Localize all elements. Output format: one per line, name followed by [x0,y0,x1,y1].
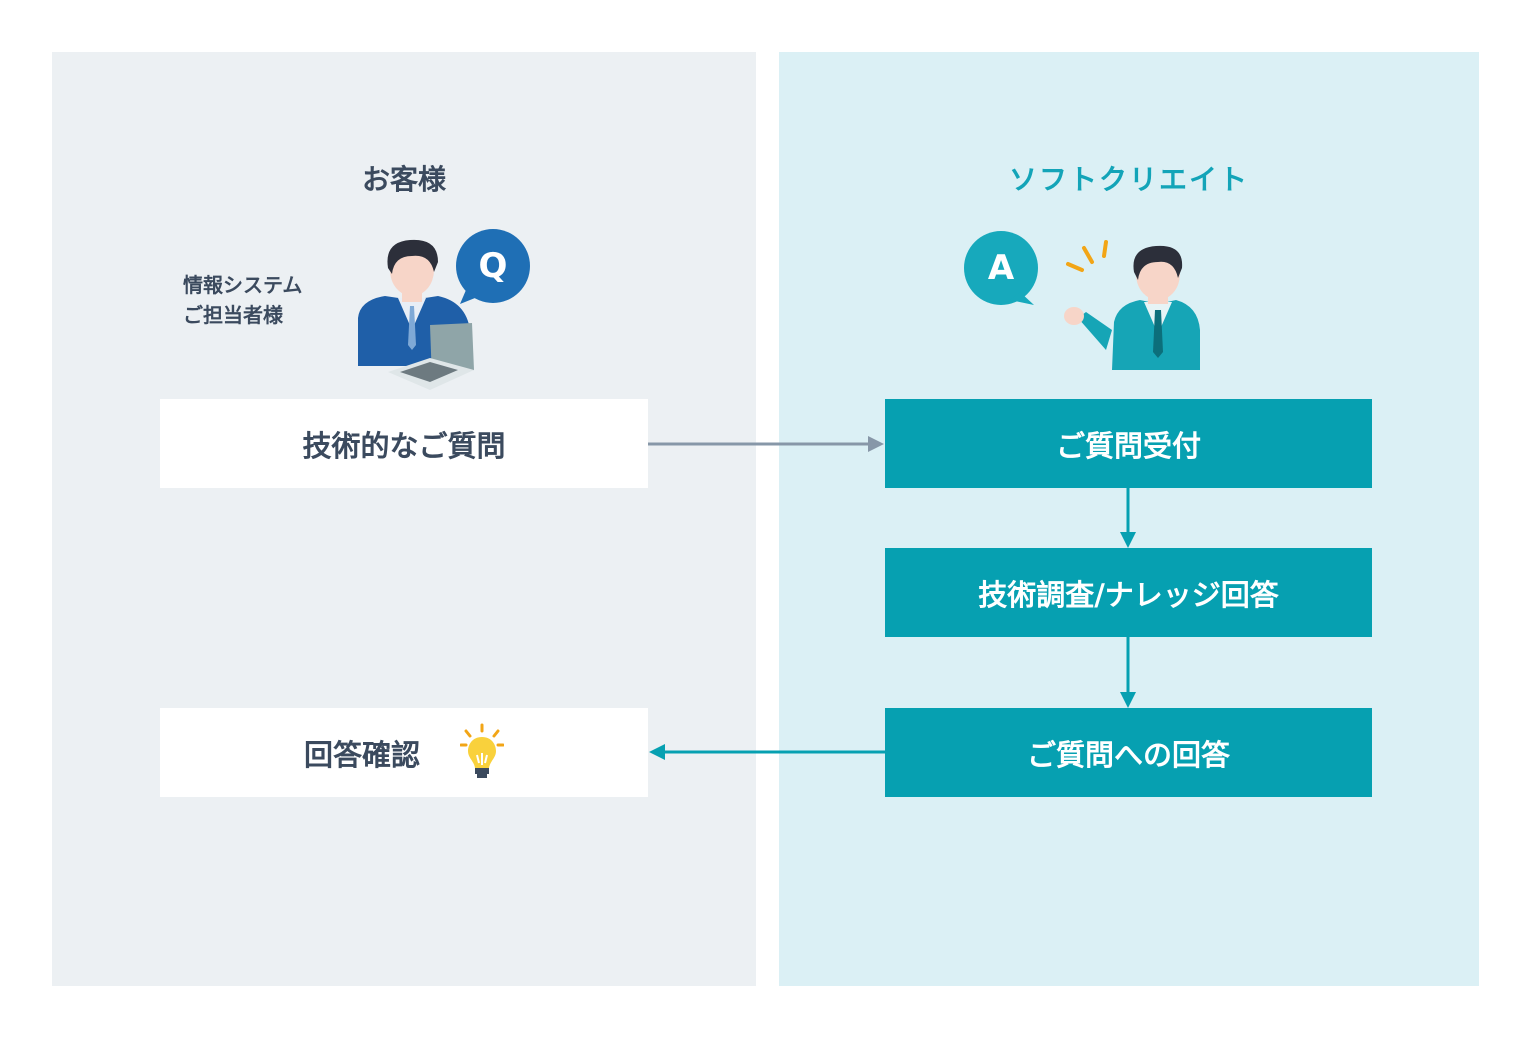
question-badge: Q [478,246,508,286]
step-answer-to-question-label: ご質問への回答 [1026,737,1230,772]
answer-bubble-icon [964,231,1038,305]
persona-line-2: ご担当者様 [183,303,283,327]
lightbulb-icon [460,723,504,778]
customer-persona-label: 情報システム ご担当者様 [183,270,302,330]
step-technical-question-label: 技術的なご質問 [302,428,506,463]
customer-lane [52,52,756,986]
step-answer-to-question: ご質問への回答 [885,708,1372,797]
step-answer-confirm: 回答確認 [160,708,648,797]
support-person-icon [1064,245,1200,370]
laptop-icon [388,323,474,390]
customer-lane-title: お客様 [361,163,446,196]
step-technical-research: 技術調査/ナレッジ回答 [885,548,1372,637]
step-question-receipt-label: ご質問受付 [1055,428,1201,463]
step-technical-research-label: 技術調査/ナレッジ回答 [978,577,1279,612]
sparkle-lines [1066,240,1108,272]
step-question-receipt: ご質問受付 [885,399,1372,488]
answer-badge: A [987,248,1015,288]
step-answer-confirm-label: 回答確認 [303,737,420,772]
persona-line-1: 情報システム [183,273,303,297]
step-technical-question: 技術的なご質問 [160,399,648,488]
softcreate-lane-title: ソフトクリエイト [1008,163,1249,196]
flow-connectors [648,436,1136,760]
question-bubble-icon [456,229,530,304]
